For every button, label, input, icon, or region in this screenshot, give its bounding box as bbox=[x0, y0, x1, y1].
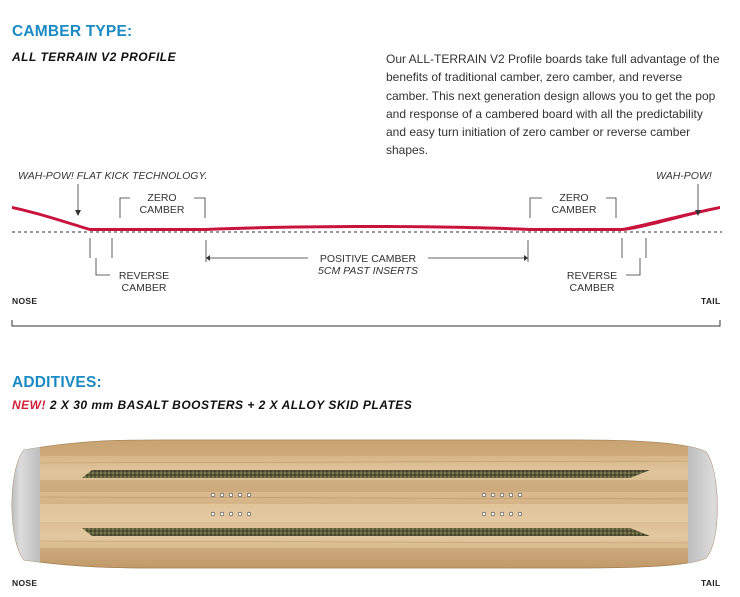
wah-pow-label: WAH-POW! bbox=[656, 170, 712, 182]
zero-camber-left-bracket bbox=[119, 197, 206, 218]
binding-inserts-front bbox=[210, 492, 252, 517]
camber-description: Our ALL-TERRAIN V2 Profile boards take f… bbox=[386, 52, 720, 158]
length-bracket bbox=[11, 320, 721, 327]
reverse-camber-right-bracket bbox=[621, 238, 647, 276]
reverse-camber-right-label: REVERSE CAMBER bbox=[566, 270, 618, 294]
binding-inserts-rear bbox=[481, 492, 523, 517]
snowboard-top-view bbox=[11, 439, 718, 569]
additives-heading: ADDITIVES: bbox=[12, 374, 102, 391]
tail-skid-plate bbox=[688, 440, 718, 568]
positive-camber-note: 5CM PAST INSERTS bbox=[318, 265, 418, 277]
zero-camber-left-label: ZERO CAMBER bbox=[139, 192, 185, 216]
additives-line: NEW! 2 X 30 mm BASALT BOOSTERS + 2 X ALL… bbox=[12, 398, 412, 412]
basalt-booster-top bbox=[82, 470, 650, 478]
new-tag: NEW! bbox=[12, 398, 46, 412]
board-tail-label: TAIL bbox=[701, 578, 721, 588]
camber-tail-label: TAIL bbox=[701, 296, 721, 306]
zero-camber-right-bracket bbox=[529, 197, 617, 218]
positive-camber-dimension bbox=[205, 240, 529, 262]
flat-kick-label: WAH-POW! FLAT KICK TECHNOLOGY. bbox=[18, 170, 208, 182]
additives-text: 2 X 30 mm BASALT BOOSTERS + 2 X ALLOY SK… bbox=[49, 398, 413, 412]
board-profile-line bbox=[12, 206, 720, 231]
zero-camber-right-label: ZERO CAMBER bbox=[551, 192, 597, 216]
camber-type-heading: CAMBER TYPE: bbox=[12, 23, 133, 40]
board-nose-label: NOSE bbox=[12, 578, 38, 588]
reverse-camber-left-label: REVERSE CAMBER bbox=[118, 270, 170, 294]
positive-camber-label: POSITIVE CAMBER bbox=[319, 253, 417, 265]
profile-name: ALL TERRAIN V2 PROFILE bbox=[12, 50, 177, 64]
camber-nose-label: NOSE bbox=[12, 296, 38, 306]
basalt-booster-bottom bbox=[82, 528, 650, 536]
reverse-camber-left-bracket bbox=[89, 238, 113, 276]
